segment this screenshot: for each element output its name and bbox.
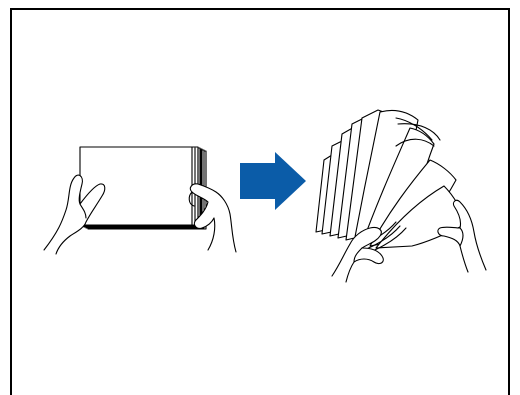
arrow-right-icon: [240, 152, 306, 210]
